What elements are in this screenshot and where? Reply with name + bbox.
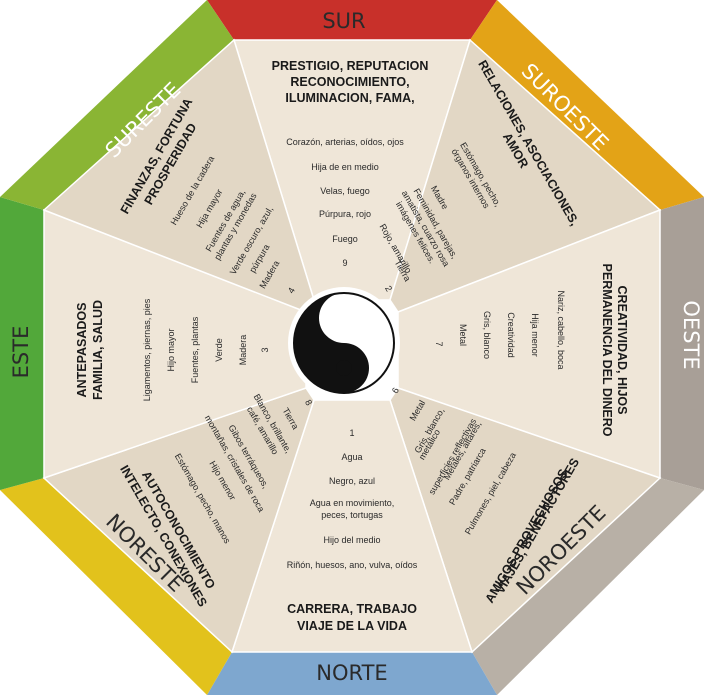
sector-norte: 1 Agua Negro, azul Agua en movimiento, p…	[287, 428, 418, 633]
band-noroeste	[472, 478, 704, 695]
oeste-item-4: Gris, blanco	[482, 311, 492, 359]
norte-item-2: Negro, azul	[329, 476, 375, 486]
sur-title-2: RECONOCIMIENTO,	[290, 75, 409, 89]
este-item-2: Hijo mayor	[166, 328, 176, 371]
este-title-1: ANTEPASADOS	[75, 303, 89, 398]
sur-title-3: ILUMINACION, FAMA,	[285, 91, 414, 105]
sur-item-2: Hija de en medio	[311, 162, 379, 172]
oeste-item-5: Metal	[458, 324, 468, 346]
sector-oeste: CREATIVIDAD, HIJOS PERMANENCIA DEL DINER…	[434, 264, 629, 437]
label-este: ESTE	[9, 326, 33, 379]
norte-title-1: CARRERA, TRABAJO	[287, 602, 417, 616]
band-este	[0, 197, 44, 490]
suroeste-number: 2	[383, 284, 394, 293]
este-title-2: FAMILIA, SALUD	[91, 300, 105, 400]
oeste-title-1: CREATIVIDAD, HIJOS	[615, 286, 629, 415]
oeste-item-2: Hija menor	[530, 313, 540, 357]
oeste-title-2: PERMANENCIA DEL DINERO	[600, 264, 614, 437]
este-item-5: Madera	[238, 335, 248, 366]
label-norte: NORTE	[316, 661, 387, 685]
este-number: 3	[260, 347, 270, 352]
sur-item-3: Velas, fuego	[320, 186, 370, 196]
sureste-number: 4	[286, 286, 297, 295]
oeste-number: 7	[434, 341, 444, 346]
yin-yang-icon	[288, 287, 400, 399]
band-noreste	[0, 478, 232, 695]
norte-title-2: VIAJE DE LA VIDA	[297, 619, 407, 633]
sector-este: ANTEPASADOS FAMILIA, SALUD Ligamentos, p…	[75, 298, 270, 401]
yang-dot	[336, 360, 352, 376]
noreste-number: 8	[303, 398, 314, 407]
sur-item-1: Corazón, arterias, oídos, ojos	[286, 137, 404, 147]
oeste-item-3: Creatividad	[506, 312, 516, 358]
norte-item-5: Hijo del medio	[323, 535, 380, 545]
band-norte	[207, 652, 497, 695]
band-sureste	[0, 0, 234, 210]
band-sur	[207, 0, 497, 40]
sur-item-5: Fuego	[332, 234, 358, 244]
norte-item-6: Riñón, huesos, ano, vulva, oídos	[287, 560, 418, 570]
sector-sur: PRESTIGIO, REPUTACION RECONOCIMIENTO, IL…	[272, 59, 429, 268]
este-item-4: Verde	[214, 338, 224, 362]
label-oeste: OESTE	[679, 300, 703, 369]
norte-item-1: Agua	[341, 452, 362, 462]
oeste-item-1: Nariz, cabello, boca	[556, 290, 566, 369]
band-suroeste	[470, 0, 704, 210]
norte-number: 1	[349, 428, 354, 438]
norte-item-3: Agua en movimiento,	[310, 498, 395, 508]
yin-dot	[336, 310, 352, 326]
band-oeste	[660, 197, 704, 490]
sur-number: 9	[342, 258, 347, 268]
norte-item-4: peces, tortugas	[321, 510, 383, 520]
inner-wedges	[42, 38, 662, 654]
este-item-1: Ligamentos, piernas, pies	[142, 298, 152, 401]
este-item-3: Fuentes, plantas	[190, 316, 200, 383]
label-sur: SUR	[322, 9, 365, 33]
sur-title-1: PRESTIGIO, REPUTACION	[272, 59, 429, 73]
noroeste-number: 6	[390, 386, 401, 395]
sur-item-4: Púrpura, rojo	[319, 209, 371, 219]
